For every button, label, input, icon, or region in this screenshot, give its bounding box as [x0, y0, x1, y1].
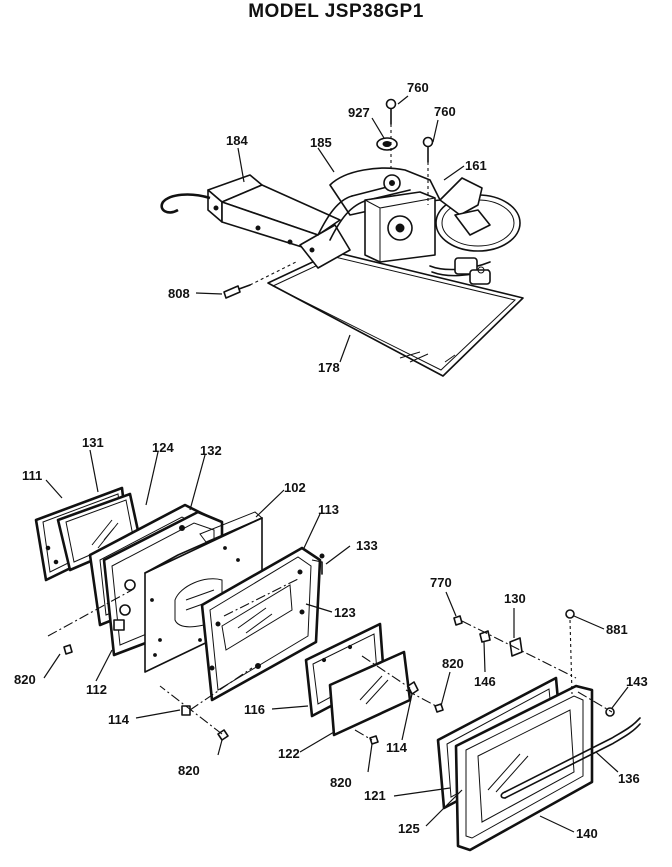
- label-114-b: 114: [386, 740, 408, 755]
- part-927-washer: [376, 137, 398, 151]
- part-136-handle: [500, 717, 641, 799]
- part-770-screw: [453, 615, 463, 626]
- part-114-clip-a: [181, 705, 191, 716]
- label-114-a: 114: [108, 712, 130, 727]
- part-114-clip-b: [407, 681, 419, 695]
- label-136: 136: [618, 771, 640, 786]
- label-112: 112: [86, 682, 107, 697]
- label-820-c: 820: [330, 775, 352, 790]
- label-820-b: 820: [178, 763, 200, 778]
- label-161: 161: [465, 158, 487, 173]
- part-820-screw-c: [369, 735, 379, 745]
- label-881: 881: [606, 622, 628, 637]
- part-146-bracket: [479, 630, 491, 643]
- door-assembly: [34, 486, 444, 745]
- part-140-door-frame: [454, 684, 594, 852]
- part-130-clip: [509, 637, 523, 657]
- part-820-screw-a: [63, 644, 73, 655]
- label-113: 113: [318, 502, 339, 517]
- leader-lines: [43, 95, 629, 833]
- label-122: 122: [278, 746, 300, 761]
- label-116: 116: [244, 702, 265, 717]
- label-132: 132: [200, 443, 222, 458]
- part-labels: 760 927 760 184 185 161 808 178 131 124 …: [14, 80, 648, 841]
- label-130: 130: [504, 591, 526, 606]
- label-143: 143: [626, 674, 648, 689]
- part-161-motor-housing: [364, 174, 436, 263]
- part-113-inner-door: [200, 546, 322, 702]
- label-124: 124: [152, 440, 174, 455]
- label-102: 102: [284, 480, 306, 495]
- part-760-screw-a: [385, 98, 397, 172]
- model-title: MODEL JSP38GP1: [248, 1, 424, 22]
- label-760-b: 760: [434, 104, 456, 119]
- label-820-d: 820: [442, 656, 464, 671]
- label-125: 125: [398, 821, 420, 836]
- label-178: 178: [318, 360, 340, 375]
- label-140: 140: [576, 826, 598, 841]
- label-808: 808: [168, 286, 190, 301]
- part-881-screw: [565, 609, 575, 695]
- label-111: 111: [22, 468, 42, 483]
- label-185: 185: [310, 135, 332, 150]
- top-assembly: [160, 98, 524, 377]
- part-178-plate: [267, 251, 524, 377]
- label-133: 133: [356, 538, 378, 553]
- label-123: 123: [334, 605, 356, 620]
- part-808-screw: [223, 261, 297, 299]
- part-143-screw: [605, 707, 615, 717]
- label-131: 131: [82, 435, 104, 450]
- part-133-pin: [319, 553, 325, 575]
- part-122-window-glass: [328, 650, 412, 737]
- label-121: 121: [364, 788, 386, 803]
- door-front-assembly: [436, 609, 641, 852]
- label-184: 184: [226, 133, 248, 148]
- label-820-a: 820: [14, 672, 36, 687]
- part-161-motor-fan: [429, 177, 521, 285]
- label-770: 770: [430, 575, 452, 590]
- label-146: 146: [474, 674, 496, 689]
- label-927: 927: [348, 105, 370, 120]
- label-760-a: 760: [407, 80, 429, 95]
- part-760-screw-b: [422, 136, 434, 205]
